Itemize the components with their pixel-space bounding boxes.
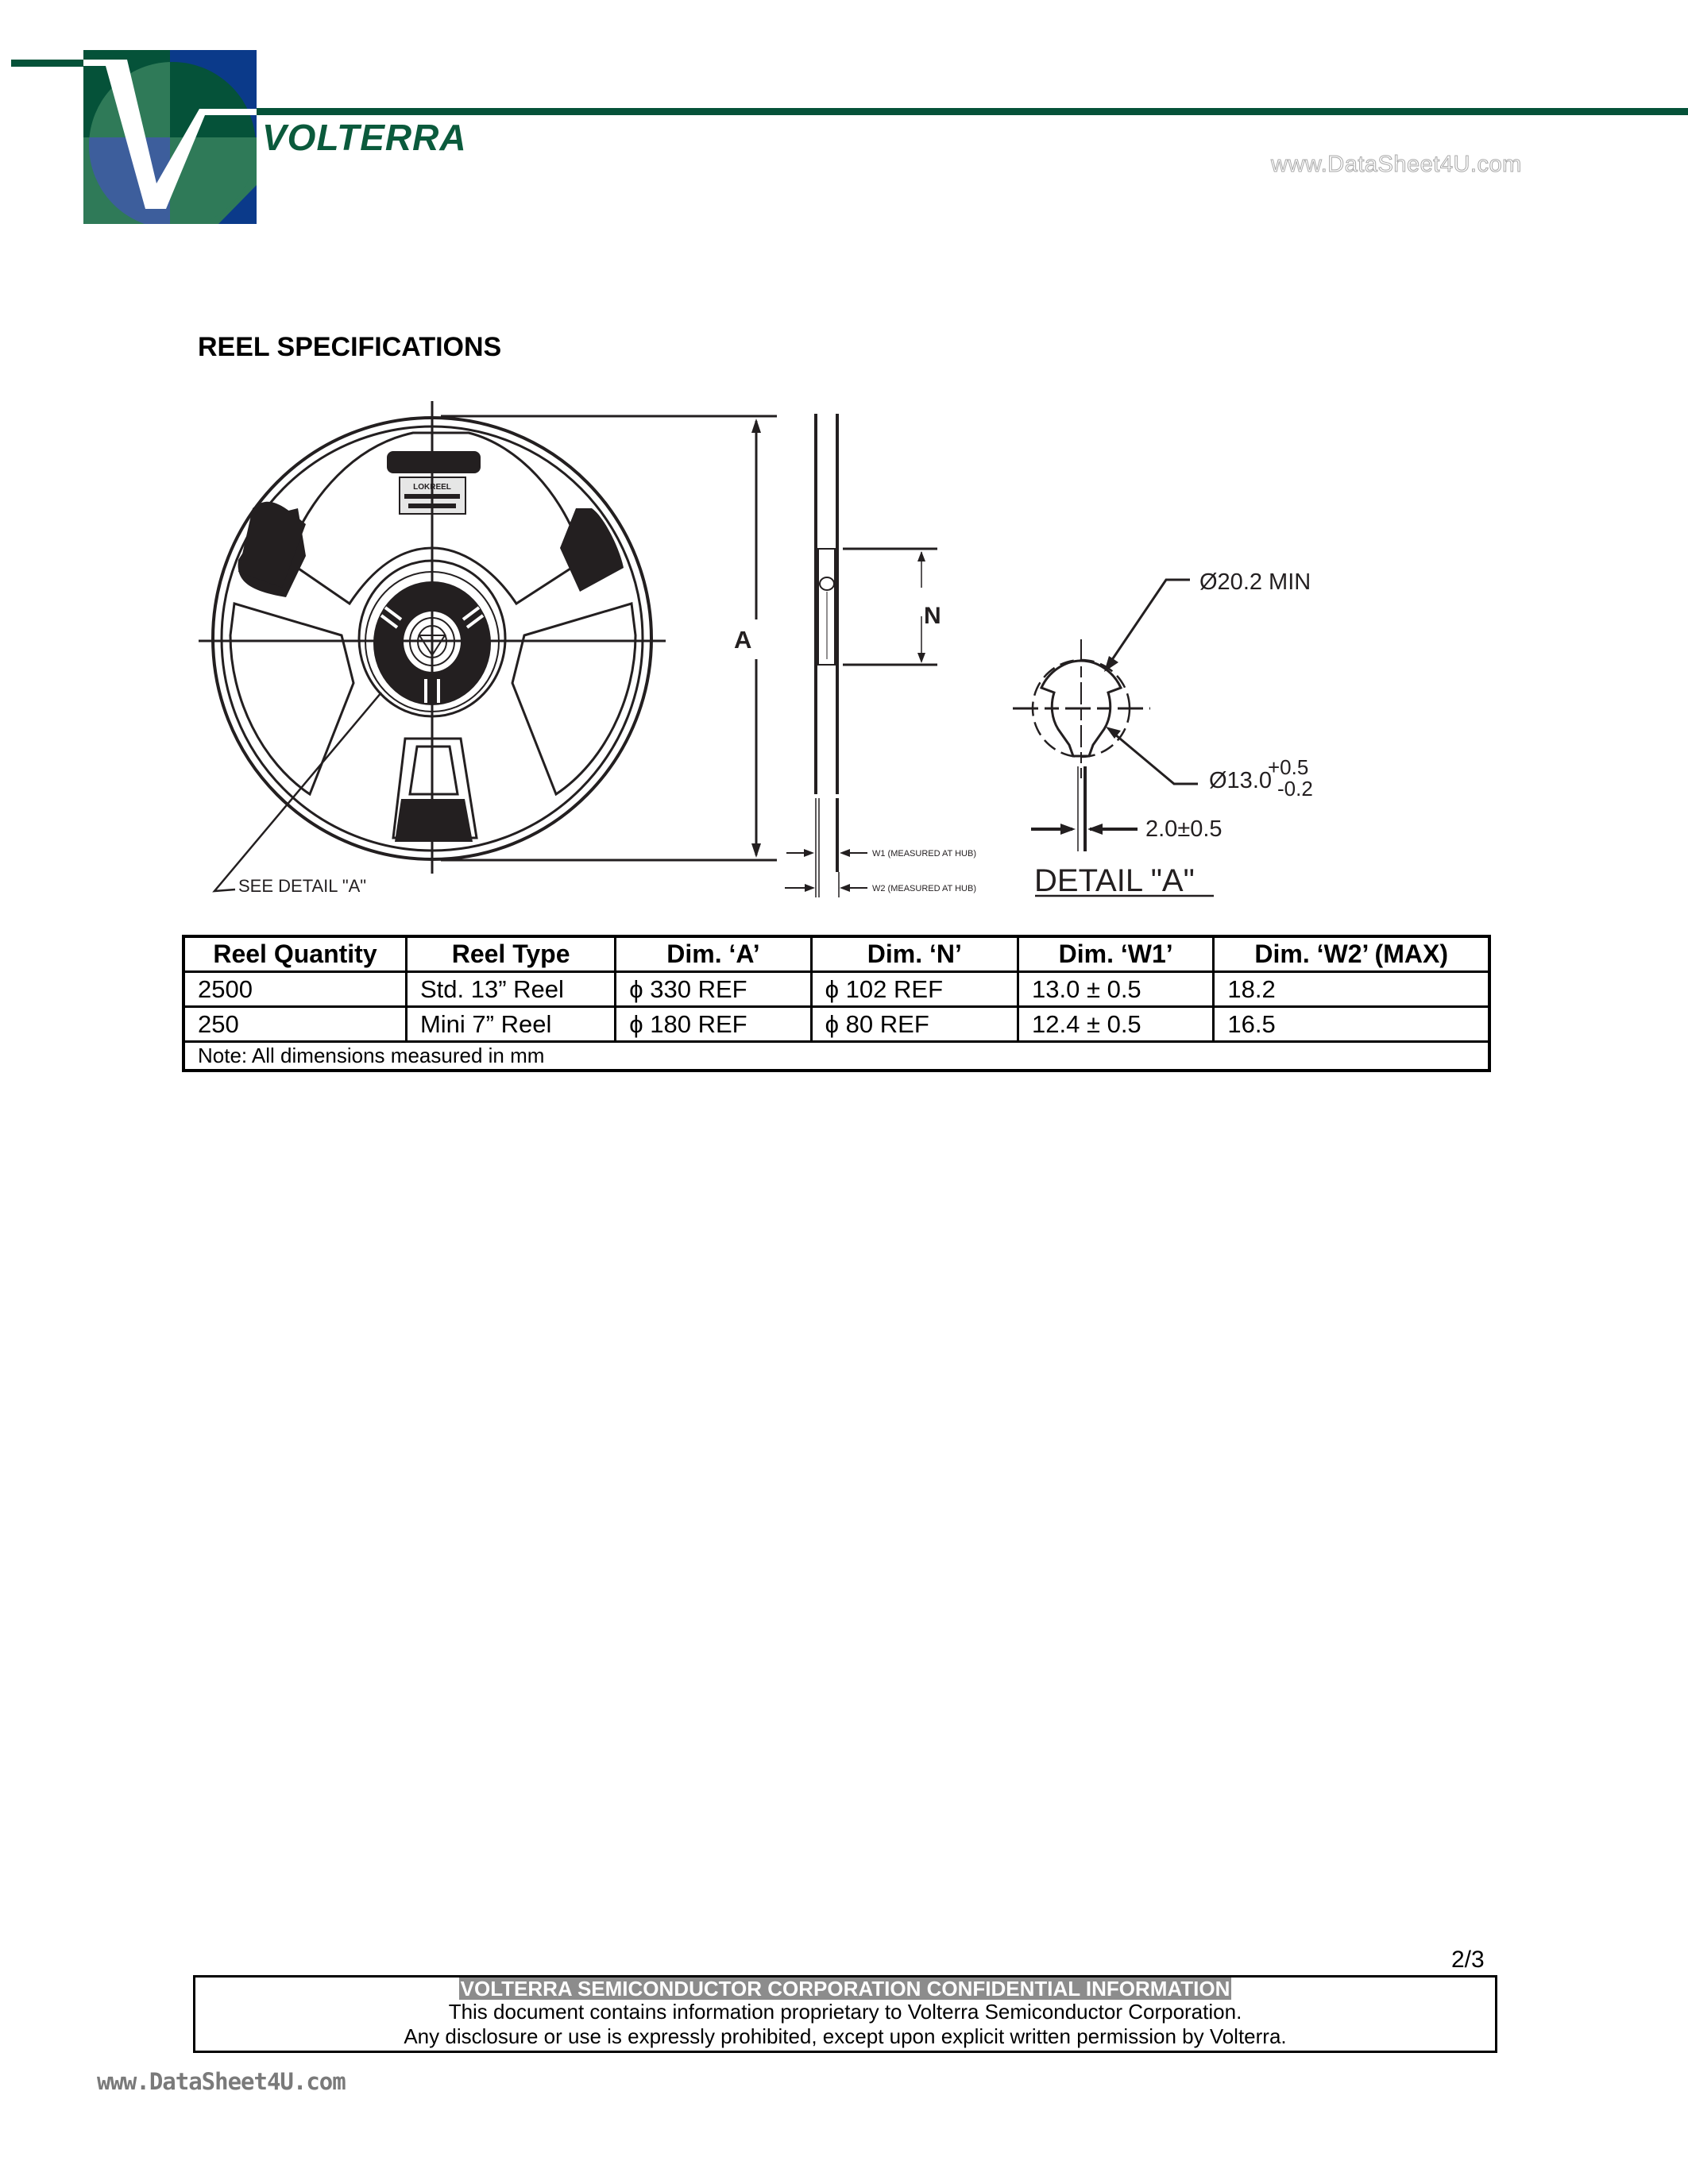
table-row: 250 Mini 7” Reel ϕ 180 REF ϕ 80 REF 12.4… <box>182 1005 1491 1043</box>
dim-a-value: 330 REF <box>650 975 747 1003</box>
table-header-row: Reel Quantity Reel Type Dim. ‘A’ Dim. ‘N… <box>182 935 1491 973</box>
watermark-link-bottom[interactable]: www.DataSheet4U.com <box>97 2068 346 2095</box>
dim-n-value: 80 REF <box>845 1010 929 1038</box>
cell-dim-w1: 13.0 ± 0.5 <box>1016 970 1215 1008</box>
detail-caption: DETAIL "A" <box>1034 863 1195 898</box>
w1-label: W1 (MEASURED AT HUB) <box>872 849 976 859</box>
detail-inner-tol-minus: -0.2 <box>1277 777 1313 801</box>
detail-a-view: Ø20.2 MIN Ø13.0 +0.5 -0.2 2.0±0.5 DETAIL… <box>1013 569 1313 898</box>
reel-spec-table: Reel Quantity Reel Type Dim. ‘A’ Dim. ‘N… <box>182 935 1491 1072</box>
confidential-banner: VOLTERRA SEMICONDUCTOR CORPORATION CONFI… <box>458 1977 1232 2001</box>
header-rule <box>257 108 1688 115</box>
see-detail-leader: SEE DETAIL "A" <box>212 692 382 896</box>
cell-dim-w2: 16.5 <box>1212 1005 1491 1043</box>
table-row: 2500 Std. 13” Reel ϕ 330 REF ϕ 102 REF 1… <box>182 970 1491 1008</box>
detail-inner-tol-plus: +0.5 <box>1268 755 1308 779</box>
cell-dim-a: ϕ 180 REF <box>614 1005 813 1043</box>
header-dim-w2: Dim. ‘W2’ (MAX) <box>1212 935 1491 973</box>
notice-line-2: Any disclosure or use is expressly prohi… <box>404 2024 1287 2048</box>
dim-n-label: N <box>924 603 941 629</box>
phi-symbol: ϕ <box>825 975 840 1003</box>
phi-symbol: ϕ <box>629 975 643 1003</box>
cell-dim-w1: 12.4 ± 0.5 <box>1016 1005 1215 1043</box>
confidentiality-notice: VOLTERRA SEMICONDUCTOR CORPORATION CONFI… <box>193 1975 1497 2053</box>
dim-n-value: 102 REF <box>845 975 944 1003</box>
detail-outer-diameter: Ø20.2 MIN <box>1199 569 1311 595</box>
cell-qty: 2500 <box>182 970 408 1008</box>
phi-symbol: ϕ <box>629 1010 643 1038</box>
dim-a-label: A <box>734 626 751 654</box>
reel-side-view: N W1 (MEASURED AT HUB) W2 (MEASURED AT H… <box>785 414 976 897</box>
dim-a-value: 180 REF <box>650 1010 747 1038</box>
cell-dim-n: ϕ 102 REF <box>809 970 1020 1008</box>
center-lines <box>199 401 666 874</box>
section-title: REEL SPECIFICATIONS <box>198 332 502 362</box>
table-note-row: Note: All dimensions measured in mm <box>182 1040 1491 1072</box>
header-reel-type: Reel Type <box>404 935 617 973</box>
cell-dim-a: ϕ 330 REF <box>614 970 813 1008</box>
see-detail-label: SEE DETAIL "A" <box>238 876 366 896</box>
page-number: 2/3 <box>1451 1947 1485 1973</box>
header-dim-w1: Dim. ‘W1’ <box>1016 935 1215 973</box>
header-dim-n: Dim. ‘N’ <box>809 935 1020 973</box>
header-dim-a: Dim. ‘A’ <box>614 935 813 973</box>
detail-slot-width: 2.0±0.5 <box>1145 816 1223 842</box>
dimension-a: A <box>441 415 777 862</box>
cell-dim-n: ϕ 80 REF <box>809 1005 1020 1043</box>
table-note: Note: All dimensions measured in mm <box>182 1040 1491 1072</box>
brand-name: VOLTERRA <box>262 117 467 158</box>
phi-symbol: ϕ <box>825 1010 840 1038</box>
cell-type: Std. 13” Reel <box>404 970 617 1008</box>
detail-inner-diameter: Ø13.0 <box>1209 768 1272 793</box>
watermark-link-top[interactable]: www.DataSheet4U.com <box>1271 152 1522 178</box>
reel-drawing: LOKREEL A <box>199 401 1313 898</box>
header-reel-quantity: Reel Quantity <box>182 935 408 973</box>
notice-line-1: This document contains information propr… <box>448 2000 1242 2024</box>
cell-qty: 250 <box>182 1005 408 1043</box>
cell-dim-w2: 18.2 <box>1212 970 1491 1008</box>
volterra-logo-icon <box>83 50 257 224</box>
cell-type: Mini 7” Reel <box>404 1005 617 1043</box>
w2-label: W2 (MEASURED AT HUB) <box>872 884 976 893</box>
header-rule-left <box>11 60 84 67</box>
